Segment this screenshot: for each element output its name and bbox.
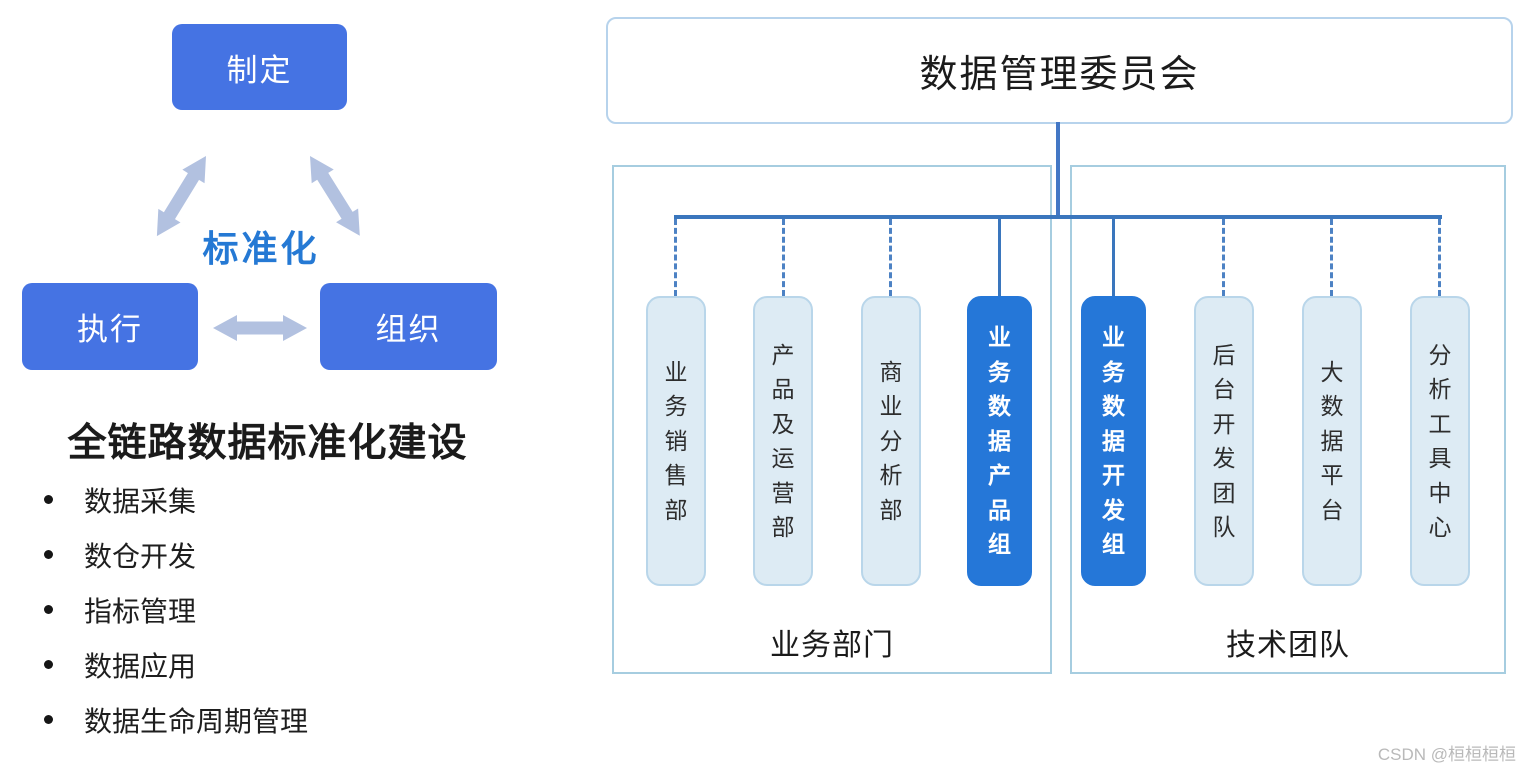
bullet-item: 数据应用 [44, 637, 308, 692]
org-horizontal-line [674, 215, 1442, 219]
connector-dashed [1222, 219, 1225, 296]
group-label-business: 业务部门 [770, 629, 894, 662]
bullet-item: 指标管理 [44, 582, 308, 637]
bullet-item-label: 数据采集 [84, 485, 197, 517]
bullet-item-label: 指标管理 [84, 595, 197, 627]
connector-dashed [1330, 219, 1333, 296]
double-arrow-icon [156, 156, 206, 237]
connector-dashed [674, 219, 677, 296]
org-member-label: 业务数据开发组 [1102, 324, 1125, 558]
construction-bullet-list: 数据采集 数仓开发 指标管理 数据应用 数据生命周期管理 [44, 472, 308, 747]
bullet-item: 数仓开发 [44, 527, 308, 582]
group-label-tech: 技术团队 [1226, 629, 1350, 662]
watermark: CSDN @桓桓桓桓 [1377, 745, 1516, 764]
org-member-pill-bigdata-platform: 大数据平台 [1302, 296, 1362, 586]
construction-panel-title: 全链路数据标准化建设 [67, 422, 468, 465]
org-member-pill-product-ops: 产品及运营部 [753, 296, 813, 586]
bullet-item-label: 数据生命周期管理 [84, 705, 309, 737]
connector-dashed [1438, 219, 1441, 296]
org-member-label: 商业分析部 [879, 358, 903, 523]
org-member-pill-backend-dev: 后台开发团队 [1194, 296, 1254, 586]
org-member-label: 业务销售部 [664, 358, 688, 523]
org-member-pill-biz-analysis: 商业分析部 [861, 296, 921, 586]
cycle-box-organize: 组织 [320, 283, 497, 370]
org-member-label: 后台开发团队 [1212, 341, 1236, 541]
connector-dashed [782, 219, 785, 296]
org-root-label: 数据管理委员会 [919, 54, 1200, 96]
org-member-pill-data-product-highlighted: 业务数据产品组 [967, 296, 1032, 586]
bullet-item: 数据生命周期管理 [44, 692, 308, 747]
cycle-box-execute: 执行 [22, 283, 198, 370]
double-arrow-icon [213, 315, 307, 341]
org-member-pill-data-dev-highlighted: 业务数据开发组 [1081, 296, 1146, 586]
org-member-label: 分析工具中心 [1428, 341, 1452, 541]
cycle-arrows-graphic [156, 156, 360, 341]
bullet-item-label: 数仓开发 [84, 540, 197, 572]
org-root-box: 数据管理委员会 [606, 17, 1513, 124]
root-connector-line [1056, 122, 1060, 216]
connector-solid [998, 219, 1001, 296]
bullet-item: 数据采集 [44, 472, 308, 527]
org-member-label: 产品及运营部 [771, 341, 795, 541]
connector-solid [1112, 219, 1115, 296]
cycle-center-label: 标准化 [202, 228, 320, 269]
bullet-item-label: 数据应用 [84, 650, 197, 682]
org-member-label: 业务数据产品组 [988, 324, 1011, 558]
org-member-pill-sales: 业务销售部 [646, 296, 706, 586]
double-arrow-icon [310, 156, 360, 236]
connector-dashed [889, 219, 892, 296]
org-member-label: 大数据平台 [1320, 358, 1344, 523]
cycle-box-formulate: 制定 [172, 24, 347, 110]
org-member-pill-analytics-tools: 分析工具中心 [1410, 296, 1470, 586]
